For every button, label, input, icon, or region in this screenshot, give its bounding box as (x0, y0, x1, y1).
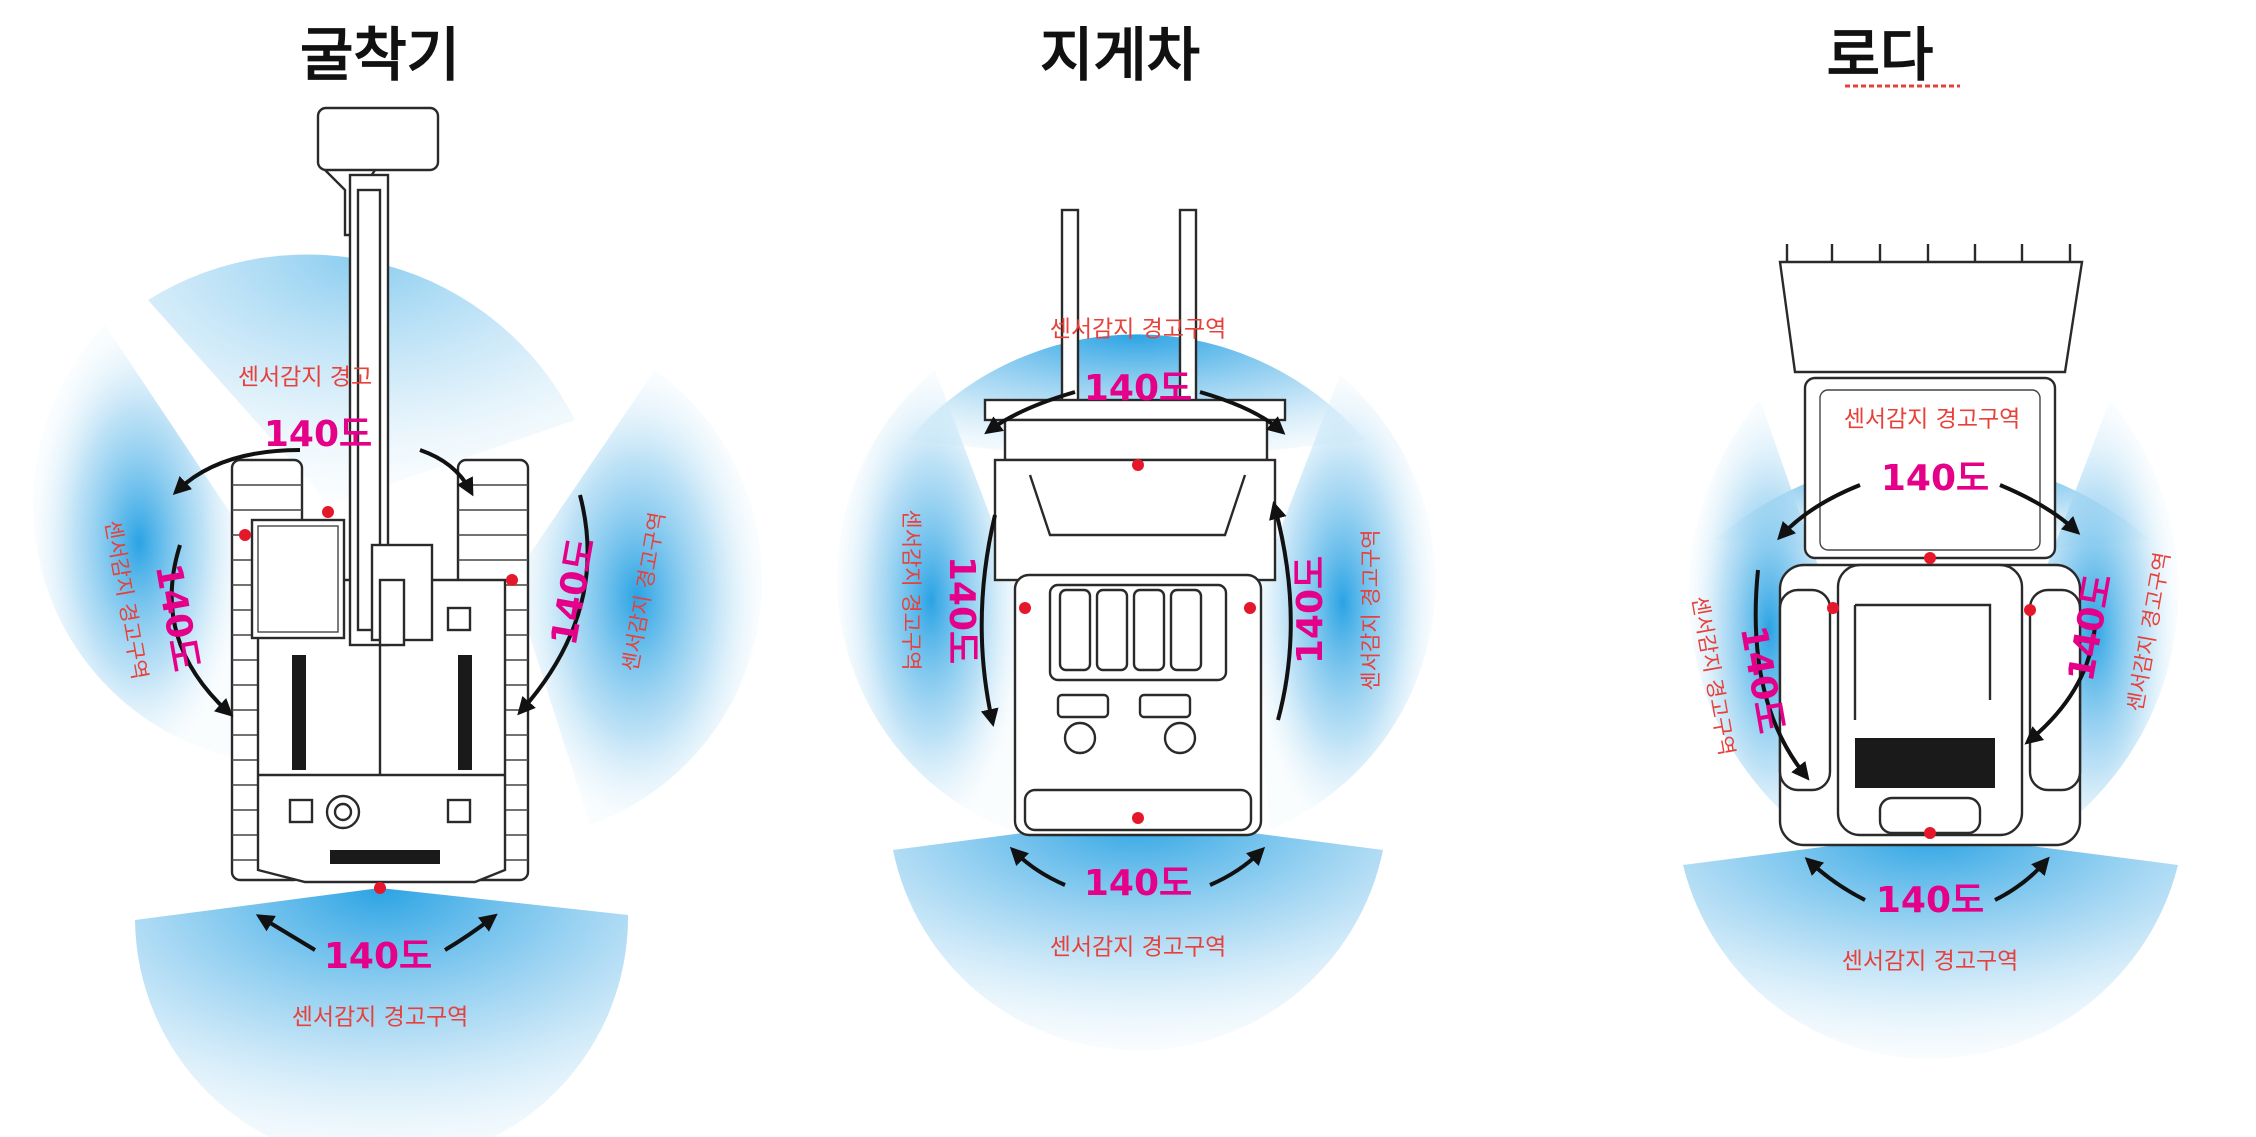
excavator-right-zone (512, 370, 763, 825)
excavator-front-zone-label: 센서감지 경고 (238, 365, 372, 391)
excavator-left-zone (33, 325, 246, 760)
excavator-rear-arrow-right (443, 913, 498, 952)
forklift-rear-arrow-left (1009, 846, 1066, 887)
excavator-rear-zone-label: 센서감지 경고구역 (292, 1005, 469, 1031)
excavator-front-arrow-right (419, 448, 474, 497)
excavator-rear-zone (135, 888, 629, 1137)
forklift-front-angle: 140도 (1084, 368, 1192, 409)
forklift-front-arrow-left (984, 390, 1076, 435)
sensor-dot (1132, 812, 1144, 824)
sensor-dot (1924, 552, 1936, 564)
excavator-front-angle: 140도 (264, 414, 372, 455)
excavator-group: 센서감지 경고 140도 140도 센서감지 경고구역 140도 센서감지 경고… (33, 106, 763, 1137)
forklift-rear-angle: 140도 (1084, 863, 1192, 904)
forklift-right-arrow (1269, 501, 1293, 721)
sensor-dot (239, 529, 251, 541)
forklift-front-zone-label: 센서감지 경고구역 (1050, 317, 1227, 343)
forklift-left-angle: 140도 (941, 556, 982, 664)
sensor-dot (506, 574, 518, 586)
forklift-rear-zone (893, 818, 1383, 1051)
forklift-left-zone-label: 센서감지 경고구역 (899, 509, 923, 670)
loader-rear-zone-label: 센서감지 경고구역 (1842, 949, 2019, 975)
forklift-machine (983, 208, 1287, 837)
loader-rear-angle: 140도 (1876, 880, 1984, 921)
loader-rear-arrow-left (1804, 857, 1866, 902)
forklift-group: 센서감지 경고구역 140도 140도 센서감지 경고구역 140도 센서감지 … (837, 208, 1436, 1051)
sensor-dot (1924, 827, 1936, 839)
sensor-dot (1019, 602, 1031, 614)
loader-front-arrow-left (1777, 483, 1861, 541)
excavator-rear-angle: 140도 (324, 936, 432, 977)
sensor-dot (2024, 604, 2036, 616)
excavator-right-arrow (517, 494, 590, 716)
loader-rear-arrow-right (1994, 856, 2050, 902)
loader-front-zone-label: 센서감지 경고구역 (1844, 407, 2021, 433)
sensor-dot (1132, 459, 1144, 471)
loader-group: 센서감지 경고구역 140도 140도 센서감지 경고구역 140도 센서감지 … (1683, 244, 2179, 1059)
sensor-dot (1827, 602, 1839, 614)
sensor-dot (322, 506, 334, 518)
loader-machine (1778, 244, 2084, 847)
loader-front-angle: 140도 (1881, 458, 1989, 499)
loader-rear-zone (1683, 833, 2178, 1059)
loader-front-arrow-right (1999, 483, 2081, 535)
forklift-left-zone (837, 370, 1025, 830)
title-forklift: 지게차 (1040, 21, 1200, 89)
sensor-dot (1244, 602, 1256, 614)
excavator-machine (230, 106, 530, 884)
loader-left-arrow (1753, 569, 1810, 781)
excavator-rear-arrow-left (255, 914, 317, 952)
forklift-right-zone-label: 센서감지 경고구역 (1359, 529, 1383, 690)
excavator-left-arrow (169, 544, 234, 717)
excavator-front-arrow-left (172, 448, 301, 495)
forklift-rear-zone-label: 센서감지 경고구역 (1050, 935, 1227, 961)
loader-right-arrow (2024, 624, 2097, 745)
forklift-left-arrow (979, 514, 999, 728)
forklift-right-zone (1250, 375, 1436, 830)
forklift-right-angle: 140도 (1290, 556, 1331, 664)
forklift-rear-arrow-right (1209, 846, 1266, 887)
forklift-front-arrow-right (1199, 390, 1286, 435)
title-excavator: 굴착기 (300, 21, 460, 89)
sensor-dot (374, 882, 386, 894)
title-loader: 로다 (1827, 21, 1934, 89)
